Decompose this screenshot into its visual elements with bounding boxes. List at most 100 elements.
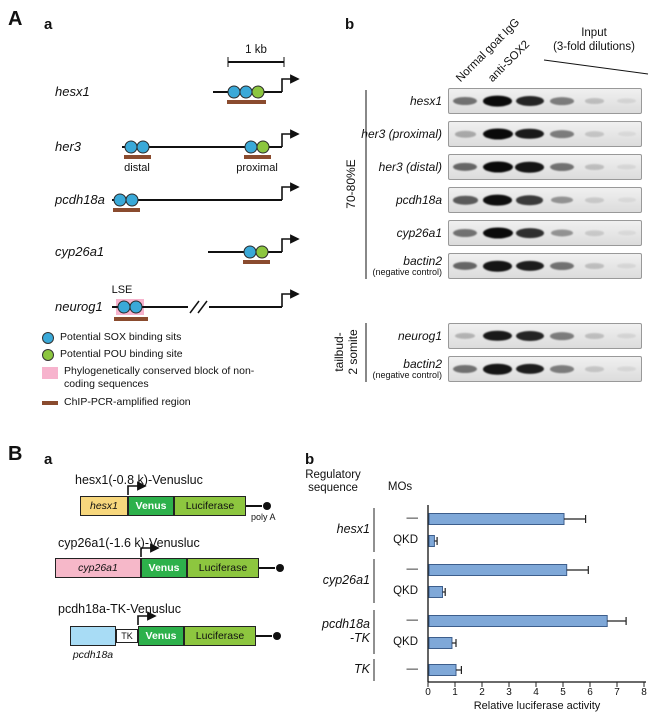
stage-label-70-80E: 70-80%E bbox=[344, 159, 359, 208]
distal-caption: distal bbox=[124, 162, 150, 174]
input-header-line1: Input bbox=[581, 27, 607, 39]
x-tick-label: 3 bbox=[506, 687, 512, 698]
chart-bar bbox=[428, 564, 568, 576]
luciferase-box: Luciferase bbox=[187, 558, 259, 578]
gel-image bbox=[448, 323, 642, 349]
promoter-label: hesx1 bbox=[89, 500, 119, 512]
gel-band bbox=[482, 128, 513, 140]
mo-label: QKD bbox=[393, 534, 418, 546]
sox-site-icon bbox=[117, 300, 131, 314]
mo-label: QKD bbox=[393, 585, 418, 597]
construct-title-pcdh18a: pcdh18a-TK-Venusluc bbox=[58, 602, 181, 616]
gene-diagram-hesx1 bbox=[213, 74, 300, 104]
gel-band bbox=[515, 330, 544, 342]
gel-band bbox=[515, 95, 544, 107]
x-axis-label: Relative luciferase activity bbox=[473, 700, 601, 712]
conserved-block-icon bbox=[42, 367, 58, 380]
polyA-caption: poly A bbox=[251, 512, 276, 522]
chart-group-label: hesx1 bbox=[336, 522, 370, 536]
sox-site-icon bbox=[243, 245, 257, 259]
x-tick-label: 5 bbox=[560, 687, 566, 698]
chart-group-label: cyp26a1 bbox=[322, 573, 370, 587]
gene-label-neurog1: neurog1 bbox=[55, 299, 103, 314]
mo-label: — bbox=[406, 563, 419, 575]
legend-item-conserved: Phylogenetically conserved block of non-… bbox=[42, 365, 262, 391]
gel-band bbox=[550, 332, 574, 340]
venus-box: Venus bbox=[128, 496, 174, 516]
gene-diagram-pcdh18a bbox=[112, 182, 300, 212]
sox-site-icon bbox=[125, 193, 139, 207]
x-tick-label: 6 bbox=[587, 687, 593, 698]
legend-item-sox: Potential SOX binding sits bbox=[42, 331, 282, 344]
gel-row-label: her3 (proximal) bbox=[332, 128, 448, 141]
panel-Aa-label: a bbox=[44, 16, 53, 33]
gel-band bbox=[453, 97, 478, 105]
tss-arrow-icon bbox=[127, 481, 147, 495]
mos-header: MOs bbox=[387, 481, 413, 493]
gel-band bbox=[617, 263, 636, 269]
luciferase-label: Luciferase bbox=[198, 562, 248, 574]
gel-band bbox=[482, 363, 512, 375]
gel-band bbox=[452, 162, 478, 172]
gel-band bbox=[617, 333, 636, 339]
scale-bar bbox=[227, 57, 285, 67]
gel-band bbox=[584, 230, 604, 236]
mo-label: — bbox=[406, 614, 419, 626]
gel-band bbox=[516, 195, 544, 205]
gel-band bbox=[453, 229, 478, 237]
legend-item-chip: ChIP-PCR-amplified region bbox=[42, 396, 282, 409]
panel-Bb-label: b bbox=[305, 451, 315, 468]
gel-image bbox=[448, 253, 642, 279]
gel-image bbox=[448, 187, 642, 213]
chart-bar bbox=[428, 513, 565, 525]
legend-text: Potential SOX binding sits bbox=[60, 331, 182, 343]
gel-band bbox=[550, 97, 574, 105]
chart-bar bbox=[428, 586, 443, 598]
venus-box: Venus bbox=[141, 558, 187, 578]
gel-band bbox=[550, 262, 575, 270]
gel-gene-name: her3 (proximal) bbox=[361, 126, 442, 141]
x-tick-label: 4 bbox=[533, 687, 539, 698]
stage-text: 2 somite bbox=[346, 329, 360, 375]
gel-band bbox=[482, 227, 513, 239]
x-tick-label: 0 bbox=[425, 687, 431, 698]
gel-band bbox=[617, 131, 636, 137]
stage-text: tailbud- bbox=[332, 332, 347, 372]
gel-band bbox=[617, 197, 636, 203]
promoter-label: cyp26a1 bbox=[78, 562, 118, 574]
sox-site-icon bbox=[113, 193, 127, 207]
gel-band bbox=[584, 197, 604, 203]
construct-title-cyp26a1: cyp26a1(-1.6 k)-Venusluc bbox=[58, 536, 200, 550]
venus-label: Venus bbox=[145, 630, 177, 642]
gel-gene-name: hesx1 bbox=[409, 93, 442, 108]
gel-gene-name: her3 (distal) bbox=[378, 159, 442, 174]
gel-row: her3 (proximal) bbox=[332, 121, 642, 147]
promoter-box-cyp26a1: cyp26a1 bbox=[55, 558, 141, 578]
promoter-box-pcdh18a bbox=[70, 626, 116, 646]
gel-band bbox=[452, 195, 478, 205]
gene-label-cyp26a1: cyp26a1 bbox=[55, 244, 105, 259]
gel-row: her3 (distal) bbox=[332, 154, 642, 180]
tk-label: TK bbox=[121, 631, 133, 641]
gel-band bbox=[482, 95, 513, 107]
gel-image bbox=[448, 356, 642, 382]
polyA-circle-icon bbox=[273, 632, 281, 640]
stage-label-tailbud: tailbud- 2 somite bbox=[332, 329, 361, 375]
venus-label: Venus bbox=[148, 562, 180, 574]
gel-row-label: neurog1 bbox=[332, 330, 448, 343]
gel-row: cyp26a1 bbox=[332, 220, 642, 246]
construct-pcdh18a: TK Venus Luciferase bbox=[70, 626, 256, 646]
panel-Ab-label: b bbox=[345, 16, 355, 33]
gel-band bbox=[584, 164, 605, 170]
chart-bar bbox=[428, 535, 435, 547]
pcdh18a-caption: pcdh18a bbox=[72, 649, 114, 661]
gel-band bbox=[551, 229, 574, 237]
gene-diagram-her3 bbox=[122, 129, 300, 159]
luciferase-box: Luciferase bbox=[184, 626, 256, 646]
gene-label-her3: her3 bbox=[55, 139, 82, 154]
gel-band bbox=[584, 333, 605, 339]
mo-label: QKD bbox=[393, 636, 418, 648]
luciferase-label: Luciferase bbox=[195, 630, 245, 642]
chip-region-icon bbox=[42, 400, 58, 405]
gel-band bbox=[617, 230, 636, 236]
